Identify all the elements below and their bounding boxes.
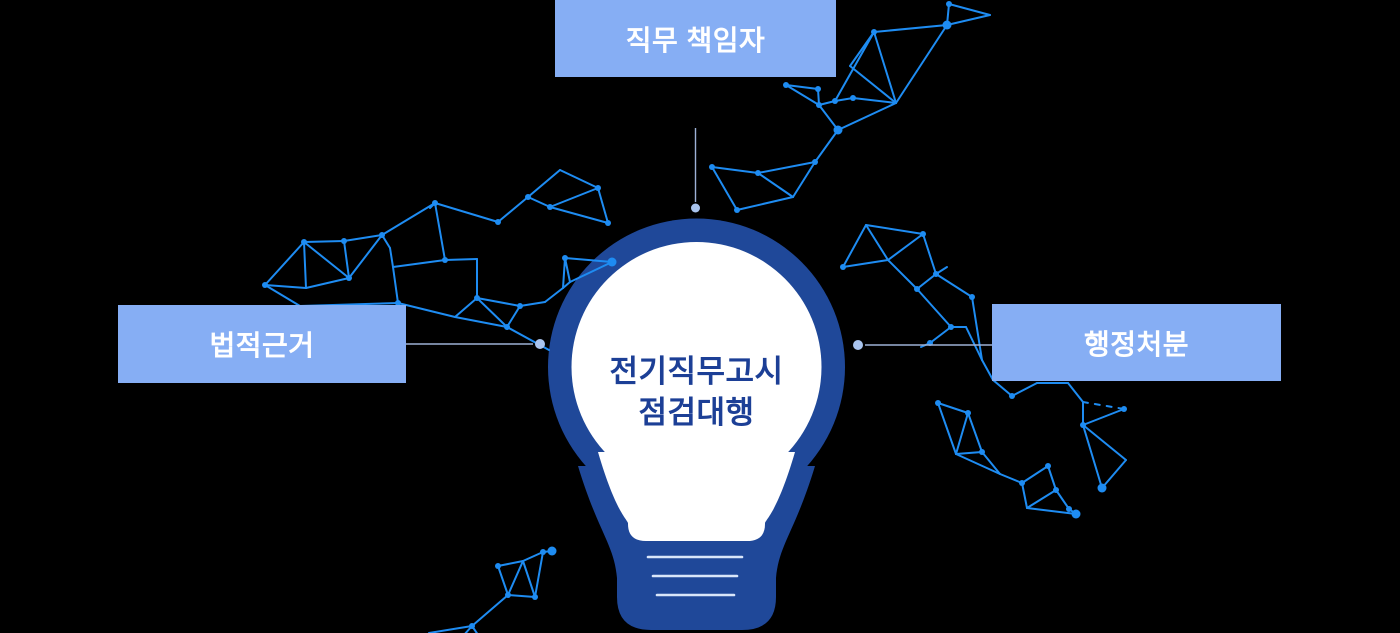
- bulb-inner-neck: [598, 452, 795, 541]
- network-decorations: [262, 1, 1127, 633]
- label-box-left-text: 법적근거: [209, 330, 315, 361]
- label-box-top-text: 직무 책임자: [625, 24, 766, 56]
- bulb-title-line2: 점검대행: [638, 395, 755, 431]
- connector-right: [853, 340, 992, 350]
- bulb-base-lines: [646, 555, 744, 597]
- network-cluster-left-center: [262, 169, 617, 351]
- label-box-left: 법적근거: [118, 305, 406, 383]
- bulb-title: 전기직무고시 점검대행: [581, 351, 812, 433]
- network-cluster-bottom-left: [428, 546, 557, 633]
- network-cluster-bottom-right: [935, 382, 1127, 519]
- label-box-right: 행정처분: [992, 304, 1281, 381]
- connector-lines: [406, 128, 992, 350]
- label-box-top: 직무 책임자: [555, 0, 836, 77]
- bulb-inner-circle: [571, 242, 822, 492]
- network-cluster-top-right: [709, 1, 991, 213]
- connector-left: [406, 339, 545, 349]
- connector-top: [691, 128, 700, 213]
- network-cluster-right-middle: [840, 224, 1069, 399]
- bulb-title-line1: 전기직무고시: [609, 354, 784, 389]
- label-box-right-text: 행정처분: [1083, 328, 1190, 360]
- bulb-interior: [571, 242, 822, 541]
